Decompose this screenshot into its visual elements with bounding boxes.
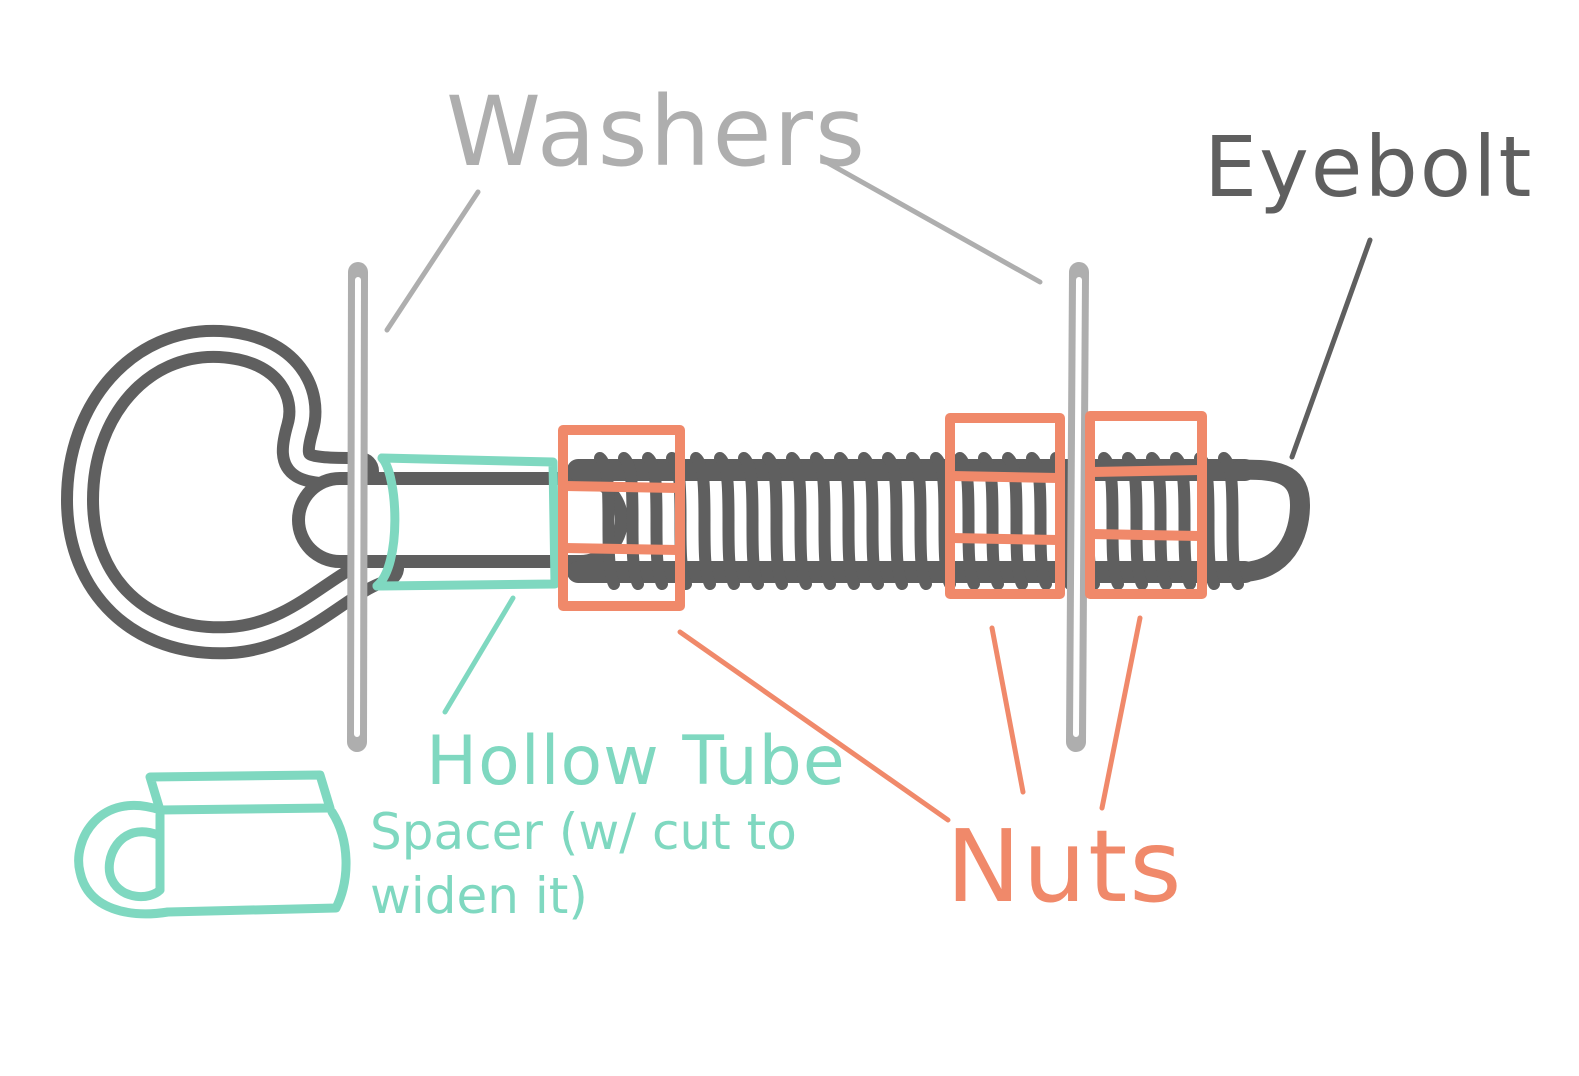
eyebolt-eye	[61, 324, 404, 660]
thread-crest	[882, 452, 908, 590]
thread-crest	[1146, 452, 1172, 590]
thread-crest	[834, 452, 860, 590]
thread-crest	[906, 452, 932, 590]
leader-washers-left	[384, 189, 481, 333]
thread-crest	[690, 452, 716, 590]
eyebolt-label: Eyebolt	[1204, 118, 1534, 216]
washer-right	[1066, 262, 1089, 752]
hollow-tube-label: Hollow Tube	[426, 722, 846, 801]
nuts-label: Nuts	[946, 808, 1184, 925]
leader-nut-2	[989, 625, 1026, 795]
thread-crest	[714, 452, 740, 590]
tube-illustration	[74, 770, 351, 919]
thread-crest	[738, 452, 764, 590]
washer-left	[347, 262, 368, 752]
nut-3	[1085, 411, 1207, 599]
spacer-note-label: Spacer (w/ cut to widen it)	[370, 803, 797, 925]
leader-eyebolt	[1289, 237, 1373, 460]
thread-crest	[858, 452, 884, 590]
thread-crest	[1098, 452, 1124, 590]
thread-crest	[642, 452, 668, 590]
thread-crest	[1170, 452, 1196, 590]
thread-crest	[1002, 452, 1028, 590]
thread-crest	[762, 452, 788, 590]
thread-crest	[1218, 452, 1244, 590]
thread-crest	[810, 452, 836, 590]
thread-crest	[1026, 452, 1052, 590]
eyebolt-threads	[567, 452, 1310, 590]
nut-1	[558, 425, 685, 611]
thread-crest	[786, 452, 812, 590]
thread-crest	[954, 452, 980, 590]
leader-nut-3	[1099, 615, 1143, 811]
leader-washers-right	[825, 160, 1043, 285]
hollow-tube-spacer	[372, 453, 560, 591]
leader-nut-1	[677, 629, 951, 823]
nut-2	[945, 413, 1065, 599]
thread-crest	[594, 452, 620, 590]
thread-crest	[618, 452, 644, 590]
thread-crest	[1122, 452, 1148, 590]
thread-crest	[978, 452, 1004, 590]
leader-hollow-tube	[442, 595, 516, 715]
washers-label: Washers	[446, 76, 868, 188]
